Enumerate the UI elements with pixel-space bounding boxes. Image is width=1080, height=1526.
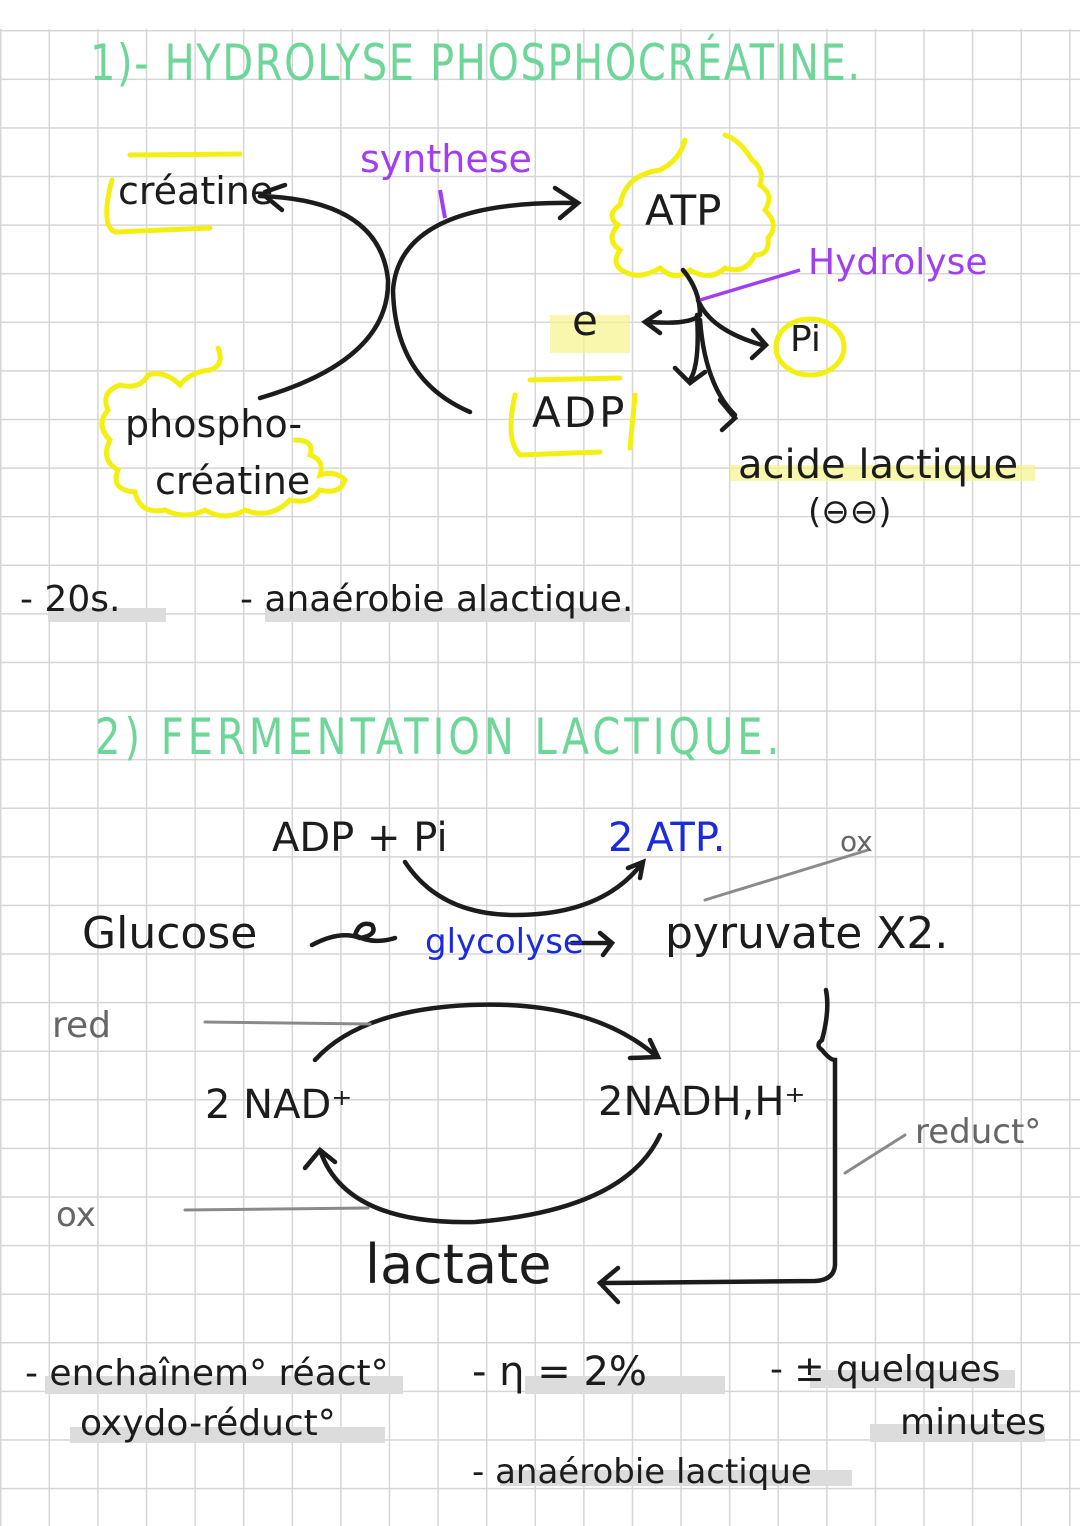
label-red: red	[52, 1005, 112, 1046]
label-acide-lactique: acide lactique	[738, 442, 1019, 488]
label-hydrolyse: Hydrolyse	[808, 242, 988, 283]
note-anaerobie-alactique: - anaérobie alactique.	[240, 579, 634, 620]
label-lactate: lactate	[365, 1233, 552, 1296]
label-creatine: créatine	[118, 169, 274, 213]
label-ox: ox	[56, 1195, 96, 1235]
note-duration-1: - ± quelques	[770, 1349, 1001, 1390]
label-nad: 2 NAD⁺	[205, 1082, 353, 1128]
label-acide-charge: (⊖⊖)	[808, 492, 892, 532]
label-pyruvate: pyruvate X2.	[665, 908, 949, 959]
top-margin	[0, 0, 1080, 29]
label-glycolyse: glycolyse	[425, 922, 584, 962]
label-adp-pi: ADP + Pi	[272, 815, 448, 861]
note-yield: - η = 2%	[472, 1349, 647, 1395]
label-reduct: reduct°	[915, 1112, 1042, 1152]
label-synthese: synthese	[360, 137, 532, 181]
note-chain-1: - enchaînem° réact°	[25, 1353, 389, 1394]
section2-title: 2) FERMENTATION LACTIQUE.	[95, 708, 784, 766]
label-adp: ADP	[532, 388, 628, 437]
label-atp: ATP	[645, 186, 722, 235]
section1-title: 1)- HYDROLYSE PHOSPHOCRÉATINE.	[90, 34, 862, 92]
label-pi: Pi	[790, 319, 821, 360]
label-two-atp: 2 ATP.	[608, 815, 726, 861]
label-ox-top: ox	[840, 825, 873, 858]
note-chain-2: oxydo-réduct°	[80, 1403, 336, 1444]
label-phosphocreatine-1: phospho-	[125, 402, 303, 446]
note-duration-2: minutes	[900, 1402, 1046, 1443]
note-duration: - 20s.	[20, 579, 121, 620]
note-anaerobie-lactique: - anaérobie lactique	[472, 1452, 812, 1492]
label-phosphocreatine-2: créatine	[155, 459, 311, 503]
label-glucose: Glucose	[82, 908, 258, 959]
label-e: e	[572, 296, 598, 345]
label-nadh: 2NADH,H⁺	[598, 1079, 806, 1125]
